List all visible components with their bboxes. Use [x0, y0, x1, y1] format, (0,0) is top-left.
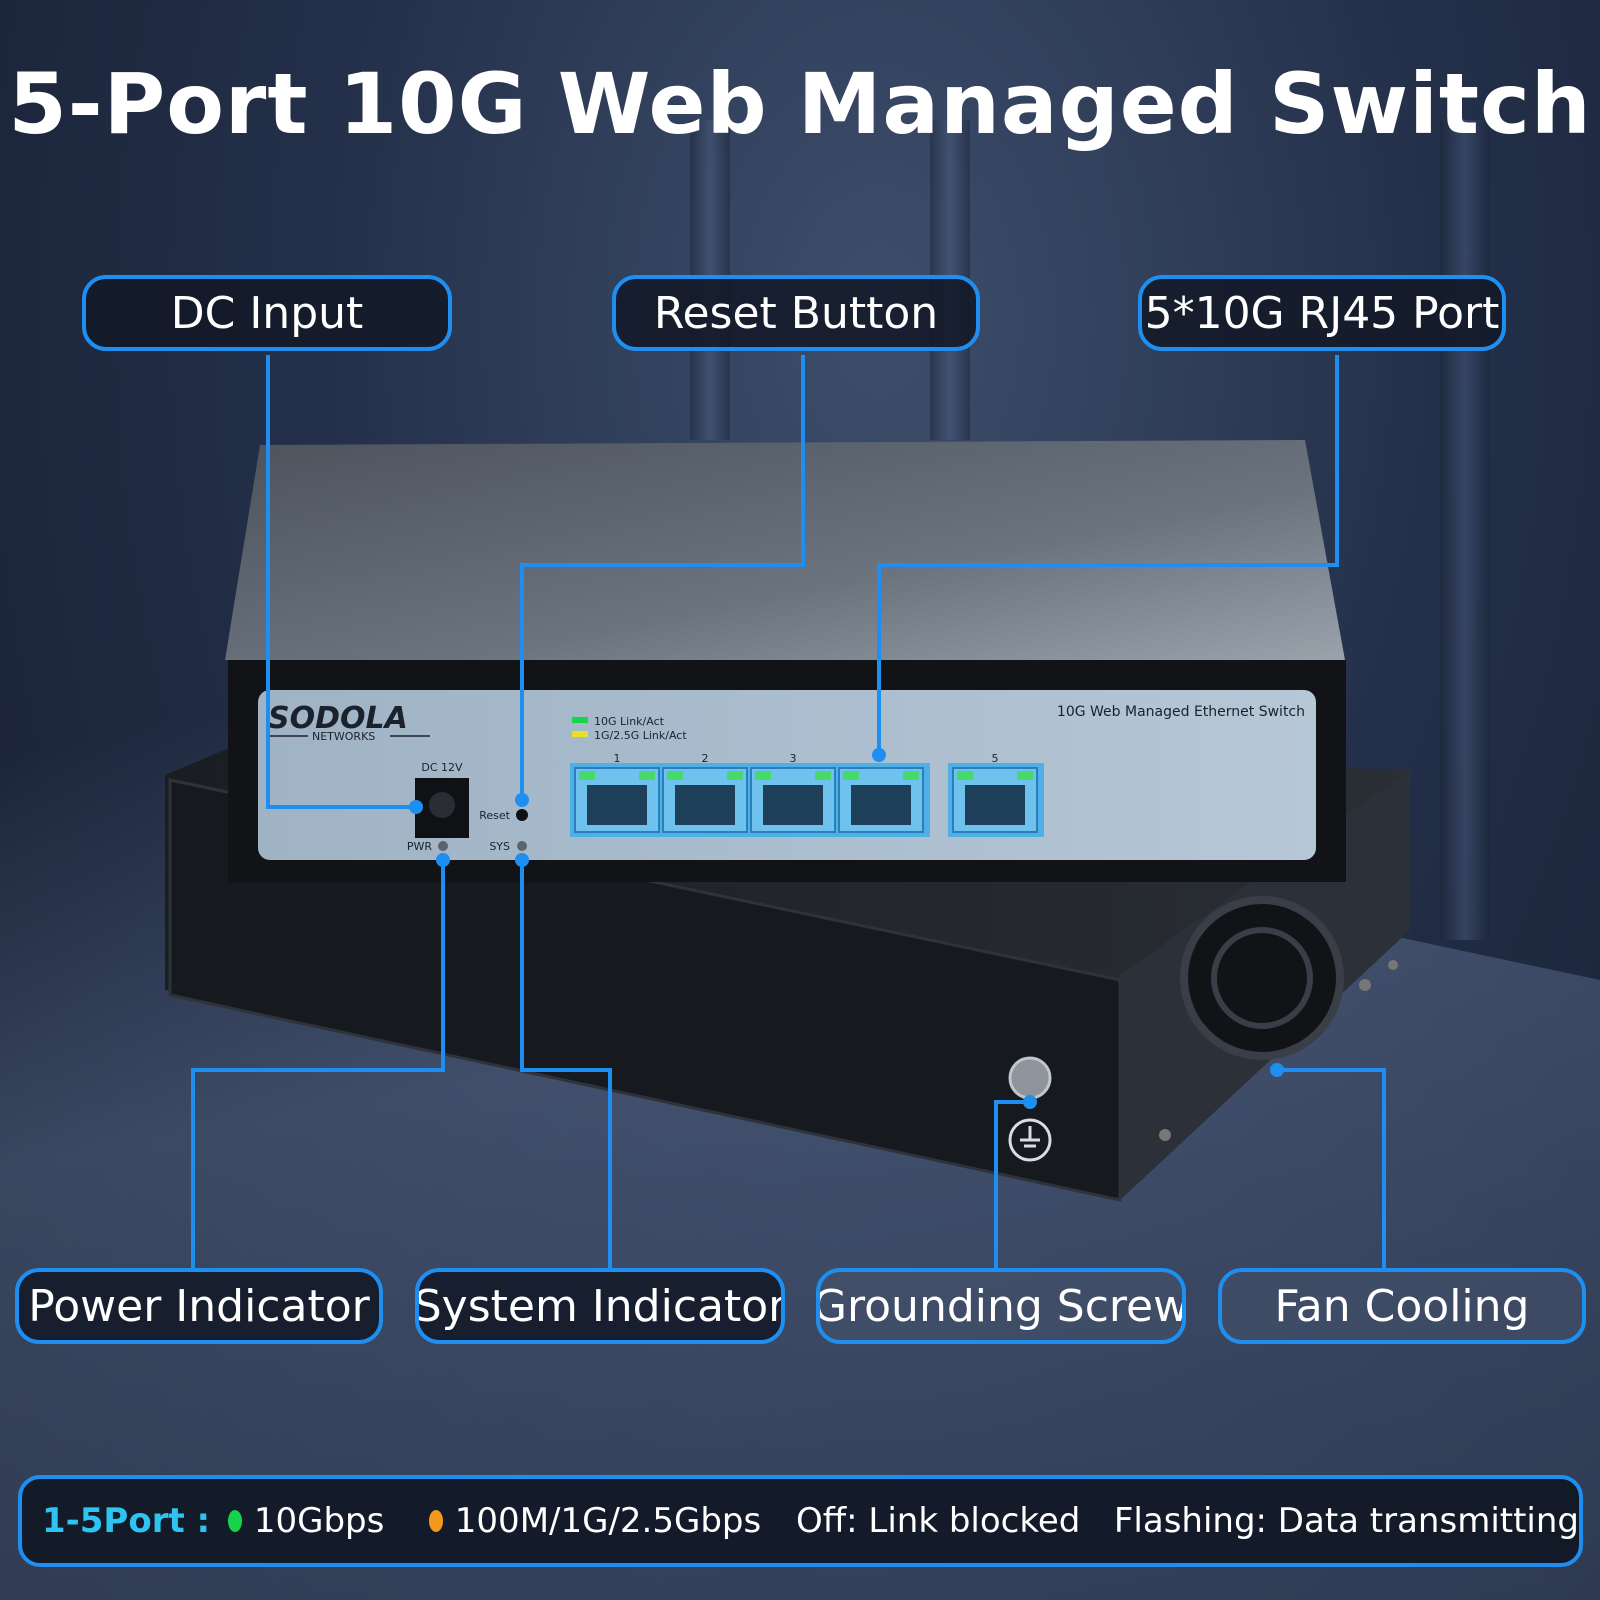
- rj45-port-opening: [587, 785, 647, 825]
- legend-green-text: 10Gbps: [253, 1501, 385, 1541]
- callout-dc-input: DC Input: [82, 275, 452, 351]
- port-led-icon: [755, 771, 771, 780]
- brand-logo: SODOLA: [268, 701, 408, 736]
- rj45-port-opening: [763, 785, 823, 825]
- rj45-port-opening: [675, 785, 735, 825]
- ground-symbol-icon: [1008, 1118, 1052, 1162]
- led-status-legend: 1-5Port : 10Gbps 100M/1G/2.5Gbps Off: Li…: [18, 1475, 1583, 1567]
- port-led-icon: [1017, 771, 1033, 780]
- pwr-led-icon: [438, 841, 448, 851]
- led-legend-yellow-swatch: [572, 731, 588, 737]
- rj45-port-opening: [965, 785, 1025, 825]
- legend-prefix: 1-5Port :: [42, 1501, 211, 1541]
- callout-grounding-screw: Grounding Screw: [816, 1268, 1186, 1344]
- port-number-label: 3: [790, 752, 797, 765]
- port-led-icon: [639, 771, 655, 780]
- callout-rj45-port: 5*10G RJ45 Port: [1138, 275, 1506, 351]
- legend-orange-text: 100M/1G/2.5Gbps: [454, 1501, 762, 1541]
- green-led-dot-icon: [228, 1510, 242, 1532]
- pwr-label: PWR: [407, 840, 433, 853]
- led-legend-green-label: 10G Link/Act: [594, 715, 665, 728]
- rj45-port-opening: [851, 785, 911, 825]
- led-legend-yellow-label: 1G/2.5G Link/Act: [594, 729, 687, 742]
- port-led-icon: [815, 771, 831, 780]
- background-pillar: [1440, 120, 1490, 940]
- brand-subtitle: NETWORKS: [312, 730, 375, 743]
- sys-label: SYS: [489, 840, 510, 853]
- model-label: 10G Web Managed Ethernet Switch: [1057, 704, 1305, 720]
- port-led-icon: [579, 771, 595, 780]
- dc-label: DC 12V: [421, 761, 463, 774]
- callout-system-indicator: System Indicator: [415, 1268, 785, 1344]
- port-number-label: 5: [992, 752, 999, 765]
- reset-label: Reset: [479, 809, 510, 822]
- callout-reset-button: Reset Button: [612, 275, 980, 351]
- port-led-icon: [727, 771, 743, 780]
- callout-fan-cooling: Fan Cooling: [1218, 1268, 1586, 1344]
- led-legend-green-swatch: [572, 717, 588, 723]
- fan-grille-icon: [1180, 896, 1344, 1060]
- orange-led-dot-icon: [429, 1510, 443, 1532]
- port-led-icon: [667, 771, 683, 780]
- port-led-icon: [903, 771, 919, 780]
- sys-led-icon: [517, 841, 527, 851]
- rj45-port-group: 1 2 3 5: [570, 752, 1044, 837]
- page-title: 5-Port 10G Web Managed Switch: [8, 55, 1592, 153]
- port-number-label: 2: [702, 752, 709, 765]
- port-led-icon: [957, 771, 973, 780]
- port-led-icon: [843, 771, 859, 780]
- reset-pinhole-icon: [516, 809, 528, 821]
- callout-power-indicator: Power Indicator: [15, 1268, 383, 1344]
- port-number-label: 1: [614, 752, 621, 765]
- legend-off-text: Off: Link blocked: [795, 1501, 1081, 1541]
- legend-flash-text: Flashing: Data transmitting: [1113, 1501, 1580, 1541]
